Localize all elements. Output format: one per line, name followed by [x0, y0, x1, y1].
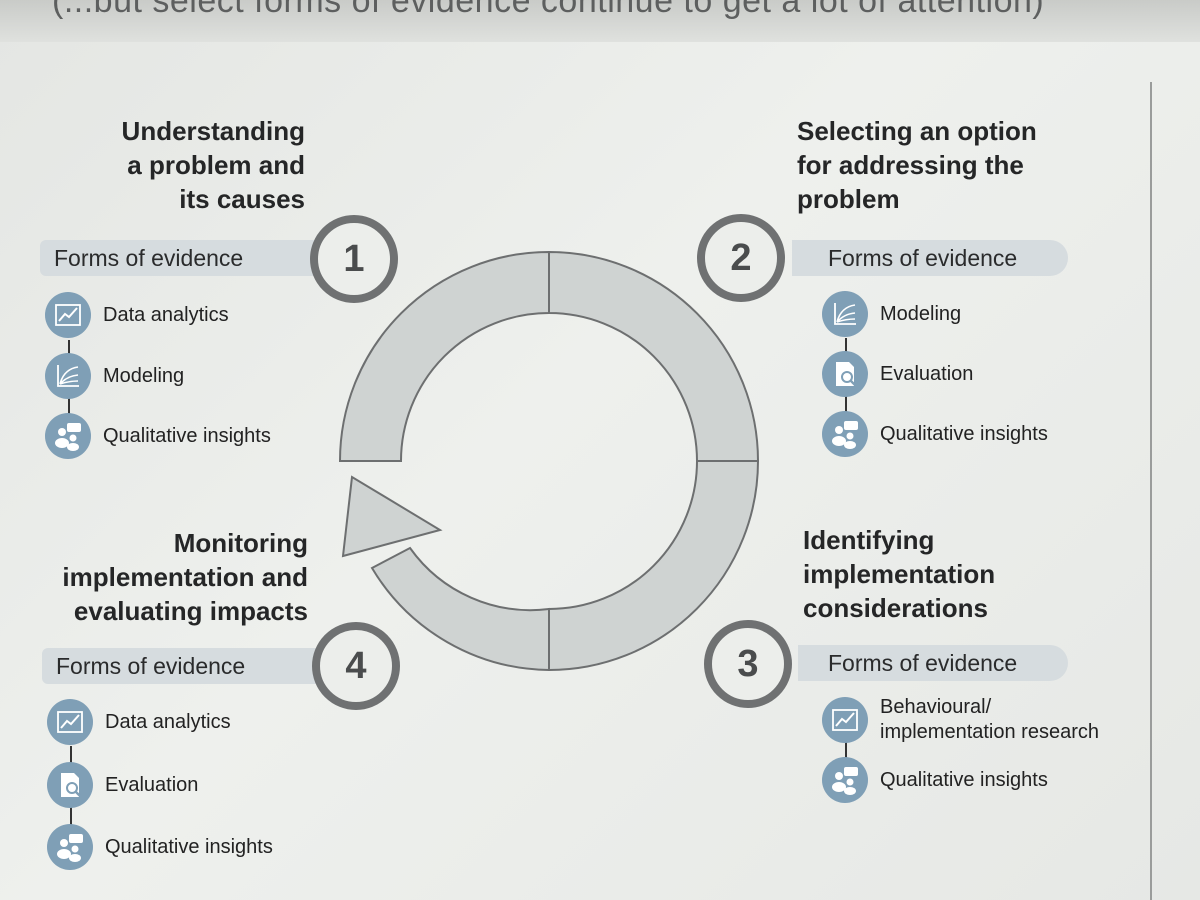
- people-speech-icon: [822, 757, 868, 803]
- modeling-chart-icon: [45, 353, 91, 399]
- evidence-label: Qualitative insights: [105, 835, 273, 858]
- line-chart-icon: [47, 699, 93, 745]
- stage-2-number: 2: [730, 236, 752, 279]
- stage-4-evidence-1: Data analytics: [47, 699, 231, 745]
- evidence-label: Evaluation: [105, 773, 199, 796]
- people-speech-icon: [47, 824, 93, 870]
- evidence-label: Modeling: [880, 302, 962, 325]
- cycle-arrow-head: [341, 475, 443, 558]
- stage-1-forms-label: Forms of evidence: [40, 240, 320, 276]
- stage-4-evidence-2: Evaluation: [47, 762, 198, 808]
- stage-3-title: Identifying implementation consideration…: [803, 525, 996, 623]
- stage-1-evidence-3: Qualitative insights: [45, 413, 271, 459]
- stage-1-title: Understanding a problem and its causes: [121, 116, 305, 214]
- evidence-label: Qualitative insights: [880, 768, 1048, 791]
- line-chart-icon: [822, 697, 868, 743]
- stage-2-forms-label: Forms of evidence: [792, 240, 1068, 276]
- stage-3-number-badge: 3: [704, 620, 792, 708]
- slide-top-text: (...but select forms of evidence continu…: [52, 0, 1045, 20]
- people-speech-icon: [822, 411, 868, 457]
- evidence-label: Behavioural/ implementation research: [880, 696, 1099, 743]
- document-magnifier-icon: [822, 351, 868, 397]
- evidence-label: Data analytics: [103, 303, 229, 326]
- stage-2-number-badge: 2: [697, 214, 785, 302]
- stage-4-forms-label: Forms of evidence: [42, 648, 322, 684]
- cycle-ring-segment-4: [370, 546, 550, 672]
- evidence-label: Data analytics: [105, 710, 231, 733]
- cycle-ring-segment-3: [548, 460, 760, 672]
- document-magnifier-icon: [47, 762, 93, 808]
- modeling-chart-icon: [822, 291, 868, 337]
- stage-2-evidence-3: Qualitative insights: [822, 411, 1048, 457]
- evidence-label: Modeling: [103, 364, 185, 387]
- evidence-label: Qualitative insights: [103, 424, 271, 447]
- line-chart-icon: [45, 292, 91, 338]
- people-speech-icon: [45, 413, 91, 459]
- stage-4-number: 4: [345, 644, 367, 687]
- stage-3-number: 3: [737, 642, 759, 685]
- stage-4-number-badge: 4: [312, 622, 400, 710]
- stage-1-number-badge: 1: [310, 215, 398, 303]
- stage-3-evidence-2: Qualitative insights: [822, 757, 1048, 803]
- stage-1-number: 1: [343, 237, 365, 280]
- stage-3-connector: [845, 742, 847, 766]
- stage-2-evidence-2: Evaluation: [822, 351, 973, 397]
- stage-1-evidence-1: Data analytics: [45, 292, 229, 338]
- slide-divider-line: [1150, 82, 1152, 900]
- stage-2-evidence-1: Modeling: [822, 291, 961, 337]
- cycle-ring-segment-1: [338, 250, 550, 462]
- evidence-label: Evaluation: [880, 362, 974, 385]
- cycle-ring-segment-2: [548, 250, 760, 462]
- evidence-label: Qualitative insights: [880, 422, 1048, 445]
- stage-3-forms-label: Forms of evidence: [798, 645, 1068, 681]
- slide-top-banner: (...but select forms of evidence continu…: [0, 0, 1200, 42]
- stage-2-title: Selecting an option for addressing the p…: [797, 116, 1037, 214]
- stage-1-evidence-2: Modeling: [45, 353, 184, 399]
- stage-4-title: Monitoring implementation and evaluating…: [62, 528, 308, 626]
- stage-3-evidence-1: Behavioural/ implementation research: [822, 695, 1099, 745]
- stage-4-evidence-3: Qualitative insights: [47, 824, 273, 870]
